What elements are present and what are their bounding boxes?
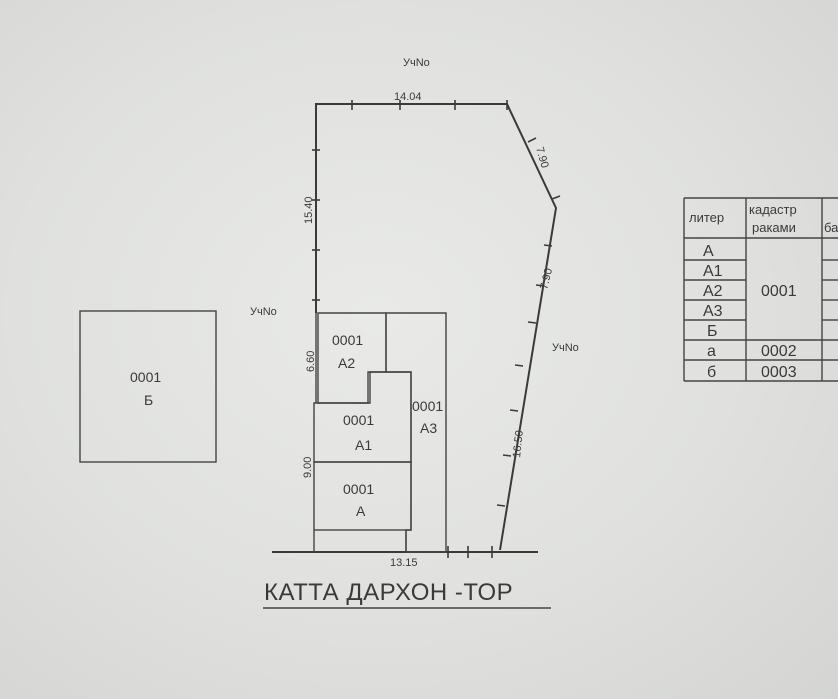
table-liter: Б <box>707 323 718 340</box>
table-cadastre-merged: 0001 <box>761 283 797 300</box>
building-a1-code: 0001 <box>343 412 374 428</box>
building-a-code: 0001 <box>343 481 374 497</box>
table-cadastre: 0002 <box>761 343 797 360</box>
dimension-upper-right: 7.90 <box>533 146 550 170</box>
dimension-left: 15.40 <box>303 196 315 224</box>
table-header-liter: литер <box>689 210 724 225</box>
table-liter: А3 <box>703 303 723 320</box>
dimension-a-side: 9.00 <box>302 457 314 478</box>
neighbor-label-top: УчNo <box>403 57 430 69</box>
dimension-top: 14.04 <box>394 91 422 103</box>
building-a3-letter: А3 <box>420 420 437 436</box>
dimension-a2-side: 6.60 <box>305 351 317 372</box>
boundary-ticks <box>312 100 561 507</box>
legend-table: литер кадастр раками ба А А1 А2 А3 Б а б… <box>683 197 838 382</box>
building-a2-code: 0001 <box>332 332 363 348</box>
table-liter: А1 <box>703 263 723 280</box>
building-b-code: 0001 <box>130 369 161 385</box>
table-liter: а <box>707 343 716 360</box>
dimension-bottom: 13.15 <box>390 557 418 569</box>
table-header-cadastre-2: раками <box>752 220 796 235</box>
building-b-letter: Б <box>144 392 153 408</box>
building-a-letter: А <box>356 503 366 519</box>
table-cadastre: 0003 <box>761 364 797 381</box>
neighbor-label-right: УчNo <box>552 342 579 354</box>
table-liter: б <box>707 364 716 381</box>
building-b <box>79 310 217 463</box>
front-line-ticks <box>447 546 493 558</box>
building-a1-letter: А1 <box>355 437 372 453</box>
table-liter: А2 <box>703 283 723 300</box>
dimension-middle-right: 7.90 <box>538 267 555 291</box>
table-liter: А <box>703 243 714 260</box>
table-header-partial: ба <box>824 220 838 235</box>
street-name: КАТТА ДАРХОН -ТОР <box>264 579 513 606</box>
building-a2-letter: А2 <box>338 355 355 371</box>
neighbor-label-left: УчNo <box>250 306 277 318</box>
dimension-right-long: 16.50 <box>511 430 526 459</box>
table-header-cadastre-1: кадастр <box>749 202 797 217</box>
building-a3-code: 0001 <box>412 398 443 414</box>
